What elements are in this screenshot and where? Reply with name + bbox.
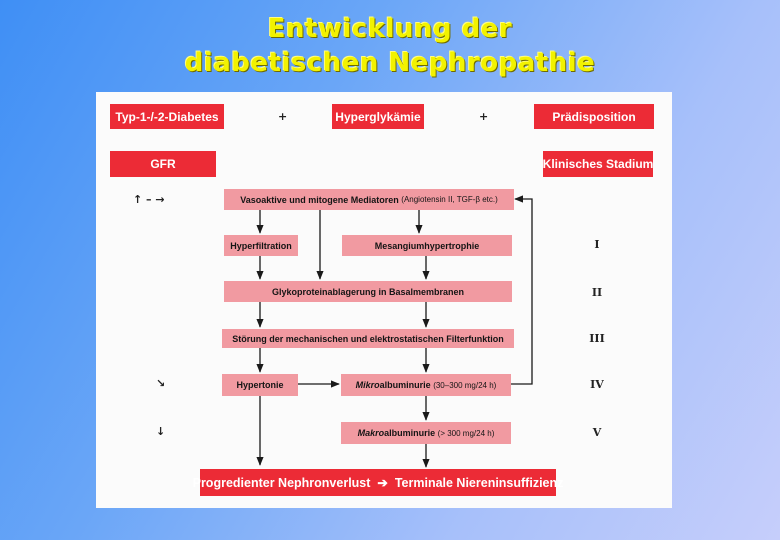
mikro-prefix: Mikro <box>355 380 380 390</box>
plus-sign-2: + <box>479 110 489 123</box>
title-line-1: Entwicklung der <box>267 14 513 44</box>
gfr-symbol-row-4: ↘ <box>156 377 166 390</box>
makro-detail: (> 300 mg/24 h) <box>437 428 495 438</box>
niereninsuffizienz-label: Terminale Niereninsuffizienz <box>394 475 564 490</box>
stage-II: II <box>591 286 603 299</box>
mediatoren-box: Vasoaktive und mitogene Mediatoren (Angi… <box>224 189 514 210</box>
diagram-panel: Typ-1-/-2-Diabetes + Hyperglykämie + Prä… <box>96 92 672 508</box>
mesangium-box: Mesangiumhypertrophie <box>342 235 512 256</box>
nephronverlust-label: Progredienter Nephronverlust <box>192 475 371 490</box>
stage-III: III <box>589 332 605 345</box>
glykoprotein-box: Glykoproteinablagerung in Basalmembranen <box>224 281 512 302</box>
makro-rest: albuminurie <box>384 428 436 438</box>
diabetes-box: Typ-1-/-2-Diabetes <box>110 104 224 129</box>
gfr-header: GFR <box>110 151 216 177</box>
plus-sign-1: + <box>278 110 288 123</box>
arrow-feedback-loop <box>511 195 533 385</box>
mikro-rest: albuminurie <box>379 380 431 390</box>
makro-prefix: Makro <box>357 428 385 438</box>
gfr-symbol-row-5: ↓ <box>156 425 166 438</box>
praedisposition-box: Prädisposition <box>534 104 654 129</box>
stadium-header: Klinisches Stadium <box>543 151 653 177</box>
gfr-symbol-row-0: ↑ – → <box>133 193 165 206</box>
connector-arrows <box>256 195 533 468</box>
stoerung-box: Störung der mechanischen und elektrostat… <box>222 329 514 348</box>
hyperglykaemie-box: Hyperglykämie <box>332 104 424 129</box>
mediatoren-label: Vasoaktive und mitogene Mediatoren <box>240 194 399 205</box>
hypertonie-box: Hypertonie <box>222 374 298 396</box>
stage-V: V <box>592 426 602 439</box>
stage-I: I <box>594 238 600 251</box>
mikro-detail: (30–300 mg/24 h) <box>433 380 497 390</box>
hyperfiltration-box: Hyperfiltration <box>224 235 298 256</box>
title-line-2: diabetischen Nephropathie <box>184 48 596 78</box>
arrow-right-icon: ➔ <box>377 476 388 490</box>
mediatoren-detail: (Angiotensin II, TGF-β etc.) <box>401 195 498 204</box>
nephronverlust-box: Progredienter Nephronverlust ➔ Terminale… <box>193 469 563 496</box>
stage-IV: IV <box>590 378 604 391</box>
